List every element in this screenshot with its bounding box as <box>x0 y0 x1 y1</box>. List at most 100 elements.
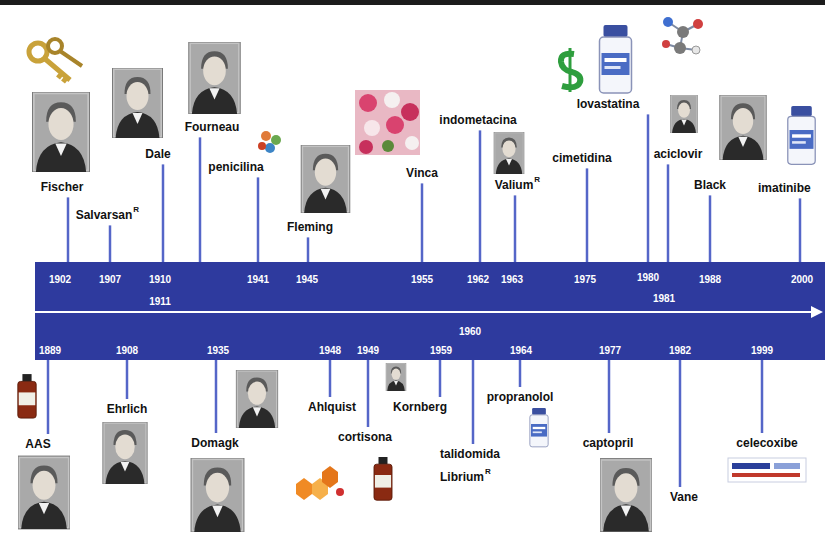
valium-portrait <box>494 132 524 174</box>
top-frame <box>0 0 825 5</box>
year-label: 1964 <box>510 345 532 357</box>
year-label: 1977 <box>599 345 621 357</box>
fourneau-portrait <box>189 42 240 114</box>
tick-line <box>257 177 260 262</box>
tick-line <box>709 195 712 262</box>
year-label: 1935 <box>207 345 229 357</box>
year-label: 1988 <box>699 274 721 286</box>
tick-line <box>199 137 202 262</box>
year-label: 1959 <box>430 345 452 357</box>
aas-portrait <box>18 456 70 529</box>
tick-line <box>109 225 112 262</box>
year-label: 2000 <box>791 274 813 286</box>
year-label: 1945 <box>296 274 318 286</box>
dollar-icon <box>561 48 580 92</box>
tick-line <box>329 360 332 397</box>
aas-bottle <box>18 374 36 418</box>
event-label: Domagk <box>191 436 238 450</box>
year-label: 1981 <box>653 293 675 305</box>
event-label: Vinca <box>406 166 438 180</box>
black-portrait <box>720 95 766 160</box>
event-label: indometacina <box>439 113 516 127</box>
year-label: 1960 <box>459 326 481 338</box>
event-label: Ehrlich <box>107 402 148 416</box>
year-label: 1963 <box>501 274 523 286</box>
event-label: celecoxibe <box>736 436 797 450</box>
vinca-flowers <box>355 90 420 155</box>
cortisone-vial <box>374 457 392 500</box>
tick-line <box>586 168 589 262</box>
event-label: Salvarsan <box>76 208 133 222</box>
year-label: 1975 <box>574 274 596 286</box>
keys-icon <box>29 39 82 82</box>
registered-mark: R <box>133 205 139 215</box>
event-label: Black <box>694 178 726 192</box>
year-label: 1941 <box>247 274 269 286</box>
tick-line <box>647 114 650 262</box>
year-label: 1911 <box>149 296 171 308</box>
tick-line <box>307 237 310 262</box>
tick-line <box>479 130 482 262</box>
tick-line <box>799 198 802 262</box>
year-label: 1955 <box>411 274 433 286</box>
event-label: Valium <box>495 178 534 192</box>
event-label: Vane <box>670 490 698 504</box>
tick-line <box>421 183 424 262</box>
tick-line <box>439 360 442 397</box>
event-label: Dale <box>145 147 170 161</box>
tick-line <box>367 360 370 427</box>
event-label: cortisona <box>338 430 392 444</box>
year-label: 1999 <box>751 345 773 357</box>
aciclovir-portrait <box>670 95 697 133</box>
year-label: 1908 <box>116 345 138 357</box>
lovastatin-bottle <box>600 25 632 93</box>
event-label: Ahlquist <box>308 400 356 414</box>
registered-mark: R <box>485 467 491 477</box>
event-label: Fourneau <box>185 120 240 134</box>
domagk-portrait <box>191 458 244 532</box>
kornberg-portrait <box>386 363 406 391</box>
event-label: aciclovir <box>654 147 703 161</box>
timeline-band <box>35 262 825 360</box>
year-label: 1902 <box>49 274 71 286</box>
fischer-portrait <box>32 92 89 172</box>
year-label: 1907 <box>99 274 121 286</box>
registered-mark: R <box>534 175 540 185</box>
propranolol-bottle <box>530 408 548 447</box>
celecoxib-logo <box>728 458 806 482</box>
tick-line <box>761 360 764 433</box>
ahlquist-portrait <box>236 370 277 428</box>
fleming-portrait <box>301 145 350 213</box>
vane-portrait <box>600 459 652 532</box>
tick-line <box>162 164 165 262</box>
tick-line <box>667 164 670 262</box>
event-label: cimetidina <box>552 151 611 165</box>
ehrlich-portrait <box>103 422 147 484</box>
penicillin-icon <box>258 131 281 153</box>
arrow-head <box>811 306 823 318</box>
tick-line <box>514 195 517 262</box>
time-arrow <box>35 311 812 313</box>
tick-line <box>47 360 50 434</box>
event-label: Fischer <box>41 180 84 194</box>
event-label: propranolol <box>487 390 554 404</box>
event-label: talidomida <box>440 447 500 461</box>
event-label: Kornberg <box>393 400 447 414</box>
tick-line <box>608 360 611 433</box>
year-label: 1910 <box>149 274 171 286</box>
event-label: captopril <box>583 436 634 450</box>
year-label: 1962 <box>467 274 489 286</box>
imatinib-bottle <box>788 106 815 164</box>
aciclovir-molecule <box>662 17 703 54</box>
tick-line <box>126 360 129 399</box>
tick-line <box>519 360 522 387</box>
year-label: 1982 <box>669 345 691 357</box>
event-label: Fleming <box>287 220 333 234</box>
event-label: AAS <box>25 437 50 451</box>
dale-portrait <box>113 68 163 138</box>
tick-line <box>215 360 218 433</box>
event-label: lovastatina <box>577 97 640 111</box>
event-label: penicilina <box>208 160 263 174</box>
